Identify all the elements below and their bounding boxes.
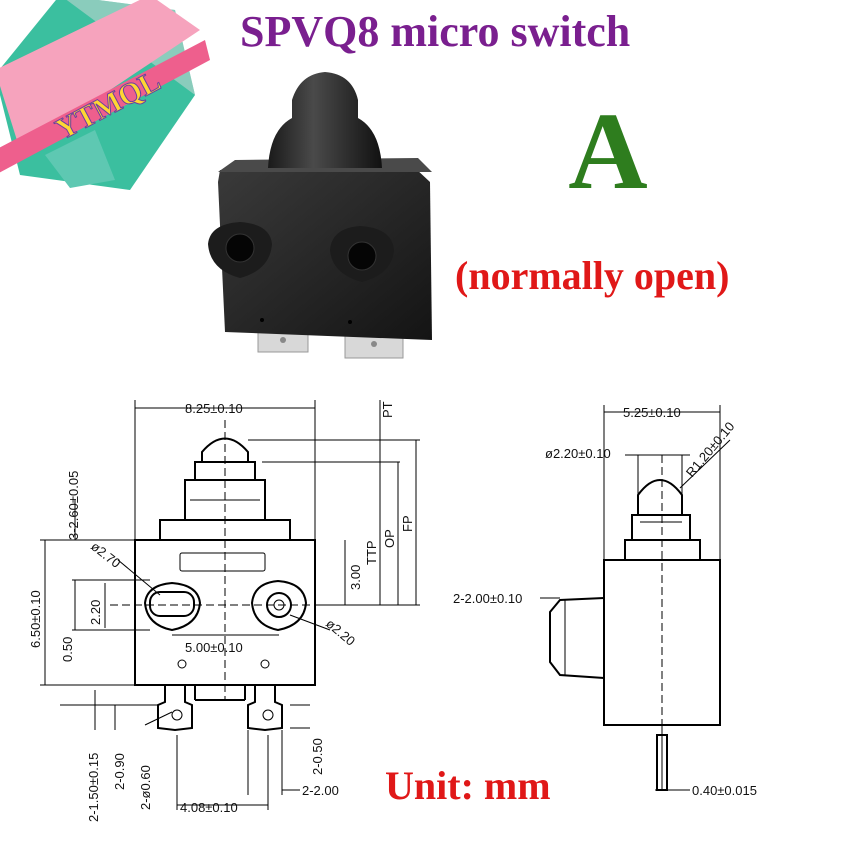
dim-width: 8.25±0.10 (185, 401, 243, 416)
dim-side-width: 5.25±0.10 (623, 405, 681, 420)
side-view: 5.25±0.10 ø2.20±0.10 R1.20±0.10 2-2.00±0… (453, 405, 757, 798)
dim-pin-a: 2-1.50±0.15 (86, 753, 101, 822)
dim-pin-pitch: 4.08±0.10 (180, 800, 238, 815)
dim-ttp: TTP (364, 540, 379, 565)
dim-radius: R1.20±0.10 (683, 419, 738, 480)
dim-op: OP (382, 529, 397, 548)
unit-label: Unit: mm (385, 763, 551, 808)
front-view: 8.25±0.10 PT 3.00 TTP OP FP 6.50±0.10 3-… (28, 400, 420, 822)
dim-hole1: ø2.70 (88, 539, 123, 571)
dim-plunger-dia: ø2.20±0.10 (545, 446, 611, 461)
dim-hole2: ø2.20 (323, 616, 358, 649)
dim-pin-width: 2-2.00 (302, 783, 339, 798)
dim-pt: PT (380, 401, 395, 418)
dim-fp: FP (400, 515, 415, 532)
dim-pin-thickness-side: 0.40±0.015 (692, 783, 757, 798)
dim-pin-hole: 2-ø0.60 (138, 765, 153, 810)
dim-body-height: 6.50±0.10 (28, 590, 43, 648)
dim-boss: 2-2.00±0.10 (453, 591, 522, 606)
dim-top-height: 3-2.60±0.05 (66, 471, 81, 540)
dim-offset: 0.50 (60, 637, 75, 662)
dim-pin-thickness: 2-0.50 (310, 738, 325, 775)
dim-hole-gap: 2.20 (88, 600, 103, 625)
variant-letter: A (568, 90, 648, 212)
dim-pin-b: 2-0.90 (112, 753, 127, 790)
product-title: SPVQ8 micro switch (240, 7, 631, 56)
contact-type-label: (normally open) (455, 253, 730, 298)
dim-3: 3.00 (348, 565, 363, 590)
dim-pitch: 5.00±0.10 (185, 640, 243, 655)
